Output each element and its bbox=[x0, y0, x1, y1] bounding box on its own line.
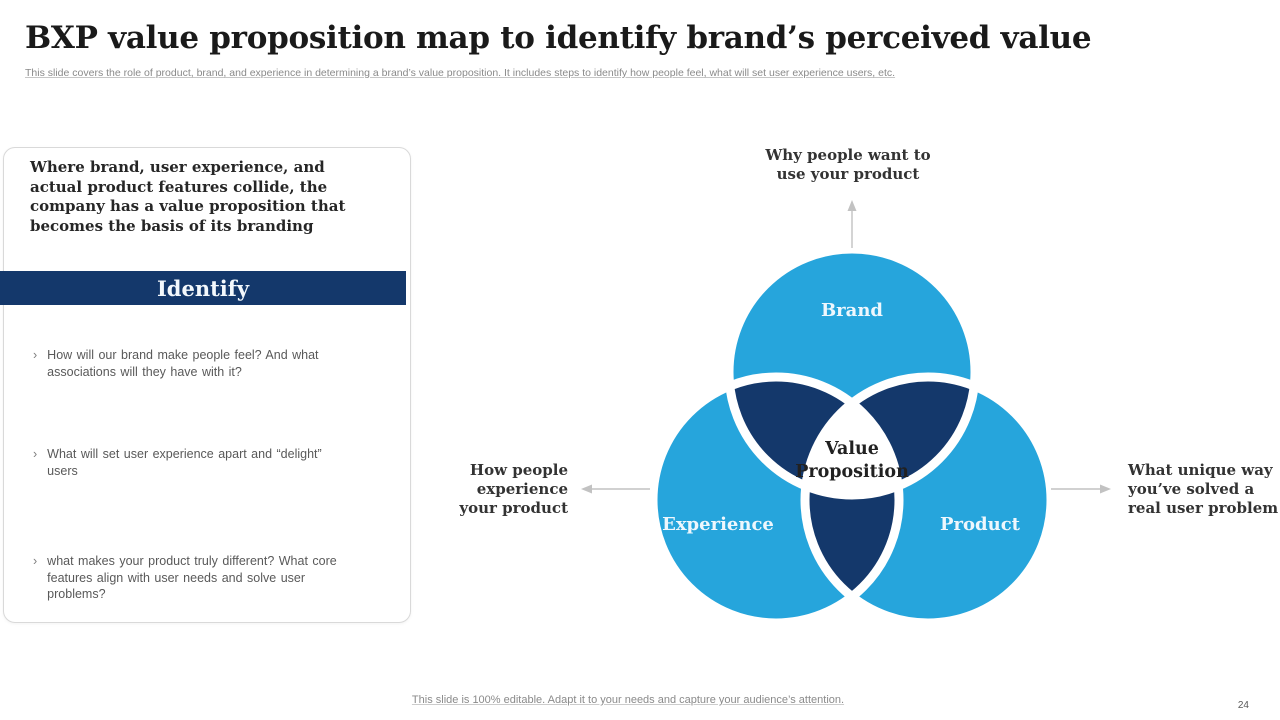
venn-diagram: Brand Experience Product Value Propositi… bbox=[581, 200, 1111, 628]
annotation-right-line: What unique way bbox=[1128, 461, 1273, 479]
brand-circle-outline bbox=[724, 244, 980, 500]
left-arrow-icon bbox=[581, 484, 650, 494]
bullet-marker: › bbox=[33, 447, 38, 461]
list-item: › How will our brand make people feel? A… bbox=[33, 347, 338, 380]
annotation-top-line: use your product bbox=[776, 165, 920, 183]
identify-header-label: Identify bbox=[156, 275, 250, 301]
product-circle-outline bbox=[800, 372, 1056, 628]
intro-text: Where brand, user experience, and actual… bbox=[30, 158, 346, 235]
page-number: 24 bbox=[1237, 700, 1249, 711]
info-panel bbox=[3, 147, 411, 623]
product-label: Product bbox=[940, 514, 1021, 535]
right-arrow-icon bbox=[1051, 484, 1111, 494]
brand-label: Brand bbox=[821, 300, 883, 321]
footer-note: This slide is 100% editable. Adapt it to… bbox=[411, 694, 845, 706]
experience-label: Experience bbox=[662, 514, 774, 535]
annotation-right-line: real user problem bbox=[1128, 499, 1279, 517]
list-item: › what makes your product truly differen… bbox=[33, 553, 338, 603]
annotation-right: What unique way you’ve solved a real use… bbox=[1128, 461, 1280, 518]
experience-circle-outline bbox=[648, 372, 904, 628]
bullet-marker: › bbox=[33, 554, 38, 568]
annotation-right-line: you’ve solved a bbox=[1128, 480, 1255, 498]
list-item: › What will set user experience apart an… bbox=[33, 446, 338, 479]
center-label-line2: Proposition bbox=[795, 462, 909, 482]
annotation-top: Why people want to use your product bbox=[728, 146, 968, 184]
slide-subtitle: This slide covers the role of product, b… bbox=[25, 67, 896, 79]
annotation-left-line: How people bbox=[469, 461, 568, 479]
page-title: BXP value proposition map to identify br… bbox=[25, 20, 1092, 56]
bullet-marker: › bbox=[33, 348, 38, 362]
center-label-line1: Value bbox=[824, 439, 879, 459]
center-region bbox=[805, 377, 899, 495]
bullet-text: How will our brand make people feel? And… bbox=[47, 348, 319, 379]
annotation-left-line: your product bbox=[459, 499, 568, 517]
identify-header-bar: Identify bbox=[0, 271, 406, 305]
annotation-left: How people experience your product bbox=[440, 461, 568, 518]
bullet-text: what makes your product truly different?… bbox=[47, 554, 337, 601]
annotation-top-line: Why people want to bbox=[765, 146, 931, 164]
up-arrow-icon bbox=[847, 200, 857, 248]
bullet-text: What will set user experience apart and … bbox=[47, 447, 322, 478]
annotation-left-line: experience bbox=[476, 480, 568, 498]
